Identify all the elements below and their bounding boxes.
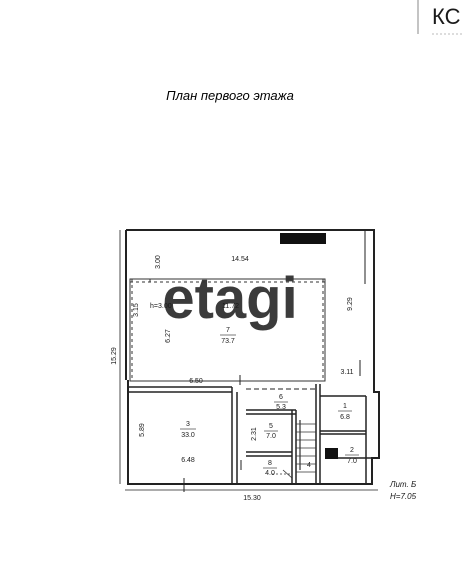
stairs [272, 420, 316, 479]
room-5-number: 5 [269, 423, 273, 430]
dimension-lines [119, 230, 378, 491]
room-6-number: 6 [279, 394, 283, 401]
room-labels: 7 73.7 3 33.0 6 5.3 5 7.0 8 4.0 4 1 [180, 327, 359, 477]
room-1: 1 6.8 [338, 403, 352, 421]
room-7-number: 7 [226, 327, 230, 334]
plan-title: План первого этажа [166, 88, 294, 103]
dim-stair-side: 2.31 [251, 427, 258, 441]
dim-left-middle-b: 6.27 [165, 329, 172, 343]
dim-right-height: 9.29 [347, 297, 354, 311]
equipment-block [325, 448, 338, 459]
dim-top-width: 14.54 [231, 256, 249, 263]
room-2: 2 7.0 [345, 447, 359, 465]
room-8-number: 8 [268, 460, 272, 467]
room-7: 7 73.7 [220, 327, 236, 345]
corner-logo: КС [417, 0, 464, 35]
watermark: etagi [162, 266, 297, 331]
dim-room3-height: 5.89 [139, 423, 146, 437]
room-3-number: 3 [186, 421, 190, 428]
height-marks: h=3.00 11.72 [150, 303, 239, 310]
room-5: 5 7.0 [264, 423, 278, 440]
room-6: 6 5.3 [274, 394, 288, 411]
dim-left-top-height: 3.00 [155, 255, 162, 269]
height-mark-2: 11.72 [222, 303, 239, 310]
room-1-area: 6.8 [340, 414, 350, 421]
room-8-area: 4.0 [265, 470, 275, 477]
room-6-area: 5.3 [276, 404, 286, 411]
room-7-area: 73.7 [221, 338, 235, 345]
corner-logo-text: КС [432, 4, 461, 29]
dim-right-small: 3.11 [340, 369, 353, 376]
room-3: 3 33.0 [180, 421, 196, 439]
dim-bottom-total: 15.30 [243, 495, 261, 502]
room-1-number: 1 [343, 403, 347, 410]
room-2-area: 7.0 [347, 458, 357, 465]
room-8: 8 4.0 [263, 460, 277, 477]
room-3-area: 33.0 [181, 432, 195, 439]
room-4: 4 [307, 462, 311, 469]
dimension-labels: 14.54 3.00 9.29 3.15 6.27 15.29 6.50 5.8… [111, 255, 354, 502]
room-4-number: 4 [307, 462, 311, 469]
height-mark-1: h=3.00 [150, 303, 172, 310]
room-5-area: 7.0 [266, 433, 276, 440]
stamp-line-2: Н=7.05 [390, 492, 417, 501]
wall-block [280, 233, 326, 244]
dim-left-middle-a: 3.15 [133, 303, 140, 317]
dim-room3-width: 6.50 [189, 378, 203, 385]
dim-room3-bottom: 6.48 [181, 457, 195, 464]
room-2-number: 2 [350, 447, 354, 454]
stamp-line-1: Лит. Б [389, 480, 416, 489]
stamp: Лит. Б Н=7.05 [389, 480, 417, 501]
dim-left-overall: 15.29 [111, 347, 118, 365]
room-7-frame [129, 278, 326, 382]
